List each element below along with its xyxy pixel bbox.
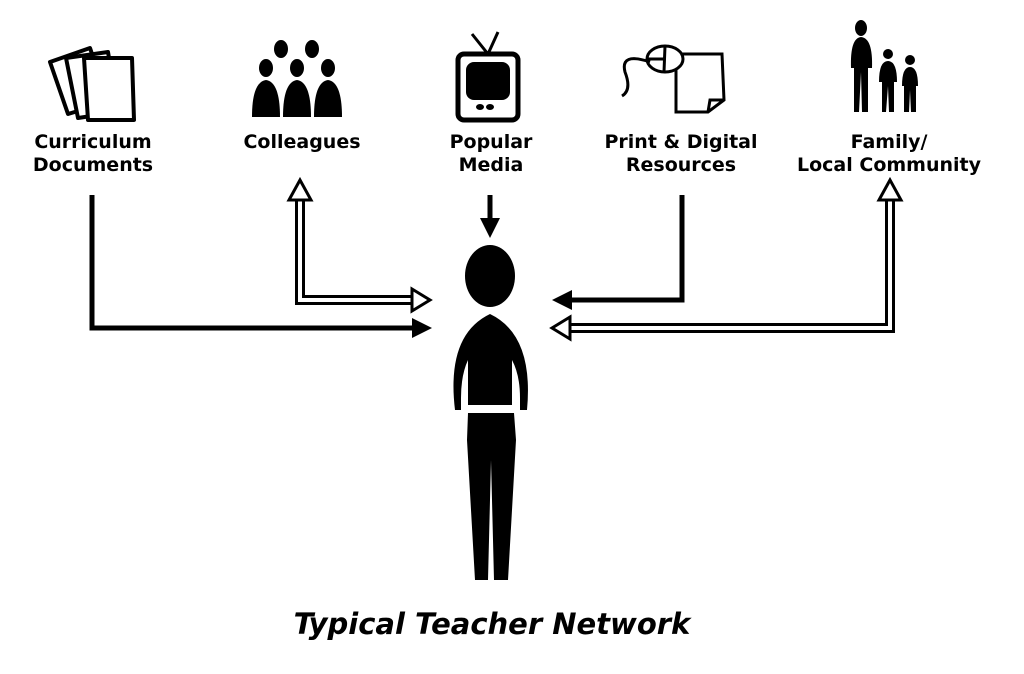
source-label-media: Popular Media xyxy=(450,131,533,176)
svg-text:Print & Digital: Print & Digital xyxy=(604,131,757,153)
people-group-icon xyxy=(252,40,342,117)
source-label-family: Family/ Local Community xyxy=(797,131,982,176)
svg-text:Colleagues: Colleagues xyxy=(243,131,360,153)
mouse-paper-icon xyxy=(621,44,726,114)
source-label-curriculum: Curriculum Documents xyxy=(33,131,153,176)
arrow-print-digital-to-teacher xyxy=(552,195,685,310)
tv-icon xyxy=(455,31,521,123)
svg-text:Curriculum: Curriculum xyxy=(34,131,151,153)
arrow-colleagues-two-way xyxy=(286,176,433,314)
svg-text:Family/: Family/ xyxy=(851,131,928,153)
family-icon xyxy=(850,20,918,112)
diagram-caption: Typical Teacher Network xyxy=(294,607,692,641)
svg-text:Documents: Documents xyxy=(33,154,153,176)
arrow-media-to-teacher xyxy=(480,195,500,238)
svg-text:Local Community: Local Community xyxy=(797,154,982,176)
svg-text:Resources: Resources xyxy=(626,154,736,176)
documents-icon xyxy=(48,46,136,122)
teacher-figure-icon xyxy=(453,245,528,580)
svg-text:Media: Media xyxy=(459,154,524,176)
source-label-print-digital: Print & Digital Resources xyxy=(604,131,757,176)
arrow-curriculum-to-teacher xyxy=(89,195,432,338)
source-label-colleagues: Colleagues xyxy=(243,131,360,153)
svg-text:Popular: Popular xyxy=(450,131,533,153)
arrow-family-two-way xyxy=(549,176,904,342)
